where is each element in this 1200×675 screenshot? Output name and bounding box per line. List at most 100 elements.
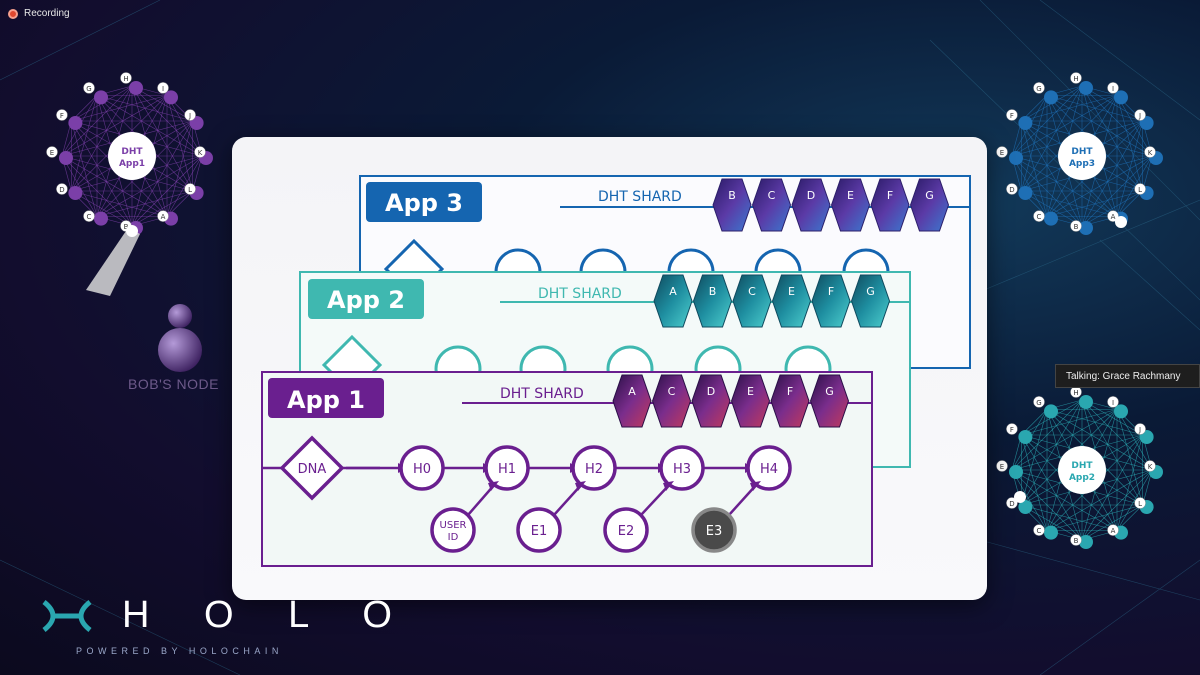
shard-hexagon: G (850, 274, 891, 328)
app3-title: App 3 (385, 189, 463, 217)
network-node-label: L (1138, 500, 1142, 508)
network-node-label: F (60, 112, 64, 120)
shard-letter: C (768, 189, 776, 202)
shard-letter: B (728, 189, 736, 202)
network-center-line1: DHT (1071, 147, 1093, 157)
network-node: L (184, 183, 204, 200)
entry-node: E3 (691, 481, 761, 553)
network-node-label: L (188, 186, 192, 194)
network-node: H (1070, 386, 1093, 409)
network-node-label: A (1111, 213, 1116, 221)
network-node: D (56, 183, 83, 200)
network-node: L (1134, 497, 1154, 514)
network-node: G (1033, 396, 1058, 419)
network-node: G (83, 82, 108, 105)
shard-letter: G (866, 285, 875, 298)
network-node: L (1134, 183, 1154, 200)
holo-logo-icon (42, 600, 92, 632)
network-node: J (1134, 109, 1154, 130)
app3-title-badge (366, 182, 482, 222)
shard-hexagon: G (909, 178, 950, 232)
header-node: H3 (659, 445, 705, 491)
network-node-label: E (1000, 463, 1004, 471)
recording-label: Recording (24, 8, 70, 19)
network-node: C (1033, 210, 1058, 226)
entry-label: E1 (531, 524, 548, 539)
shard-letter: G (925, 189, 934, 202)
network-node-label: A (161, 213, 166, 221)
network-node-label: C (87, 213, 92, 221)
chain-node-label: H0 (413, 462, 431, 477)
chain-node-label: H2 (585, 462, 603, 477)
chain-node-label: H1 (498, 462, 516, 477)
shard-hexagon: D (691, 374, 731, 428)
network-node-label: H (123, 75, 128, 83)
network-node-label: I (162, 85, 164, 93)
bob-marker-dot (126, 225, 138, 237)
spotlight-beam (86, 228, 140, 296)
chain-node-label: H4 (760, 462, 778, 477)
network-node: K (1144, 460, 1163, 479)
network-node: K (1144, 146, 1163, 165)
holo-tagline: POWERED BY HOLOCHAIN (76, 646, 283, 656)
chain-node-label: H3 (673, 462, 691, 477)
shard-letter: F (787, 385, 793, 398)
network-node-label: B (1074, 537, 1079, 545)
network-node-label: F (1010, 426, 1014, 434)
shard-letter: D (807, 189, 815, 202)
bob-marker-dot (1115, 216, 1127, 228)
dna-node: DNA (279, 435, 345, 501)
network-center-line2: App1 (119, 159, 145, 169)
app1-chain: DNA H0 H1 H2 H3 H4 (279, 435, 792, 501)
entry-label: ID (448, 532, 459, 543)
network-node-label: I (1112, 399, 1114, 407)
network-node-label: F (1010, 112, 1014, 120)
header-node: H0 (399, 445, 445, 491)
network-node: F (1006, 109, 1033, 130)
recording-indicator: Recording (8, 8, 70, 19)
shard-letter: C (668, 385, 676, 398)
shard-letter: E (788, 285, 795, 298)
network-node: C (83, 210, 108, 226)
network-node-label: E (1000, 149, 1004, 157)
network-mesh (1011, 85, 1153, 227)
shard-hexagon: G (809, 374, 850, 428)
shard-hexagon: F (870, 178, 910, 232)
network-node: D (1006, 497, 1033, 514)
entry-label: E3 (706, 524, 723, 539)
shard-hexagon: C (732, 274, 772, 328)
network-node-label: C (1037, 527, 1042, 535)
app2-shard-label: DHT SHARD (538, 286, 622, 302)
shard-letter: E (747, 385, 754, 398)
shard-hexagon: C (651, 374, 692, 428)
network-node-label: E (50, 149, 54, 157)
network-node: J (1134, 423, 1154, 444)
entry-label: USER (440, 520, 467, 531)
network-node-label: G (1036, 399, 1041, 407)
shard-hexagon: B (712, 178, 752, 232)
shard-letter: D (707, 385, 715, 398)
talking-indicator: Talking: Grace Rachmany (1055, 364, 1200, 388)
shard-letter: B (709, 285, 717, 298)
network-center-line2: App2 (1069, 473, 1095, 483)
network-node: C (1033, 524, 1058, 540)
network-node-label: H (1073, 75, 1078, 83)
network-node: F (56, 109, 83, 130)
shard-hexagon: F (811, 274, 851, 328)
holo-wordmark: H O L O (122, 594, 414, 636)
shard-hexagon: F (770, 374, 810, 428)
network-node-label: I (1112, 85, 1114, 93)
network-node-label: G (1036, 85, 1041, 93)
entry-node: E2 (603, 481, 674, 553)
network-node: A (157, 210, 178, 226)
network-node: H (120, 72, 143, 95)
header-node: H4 (746, 445, 792, 491)
shard-hexagon: E (730, 374, 771, 428)
network-node-label: J (1138, 112, 1141, 120)
